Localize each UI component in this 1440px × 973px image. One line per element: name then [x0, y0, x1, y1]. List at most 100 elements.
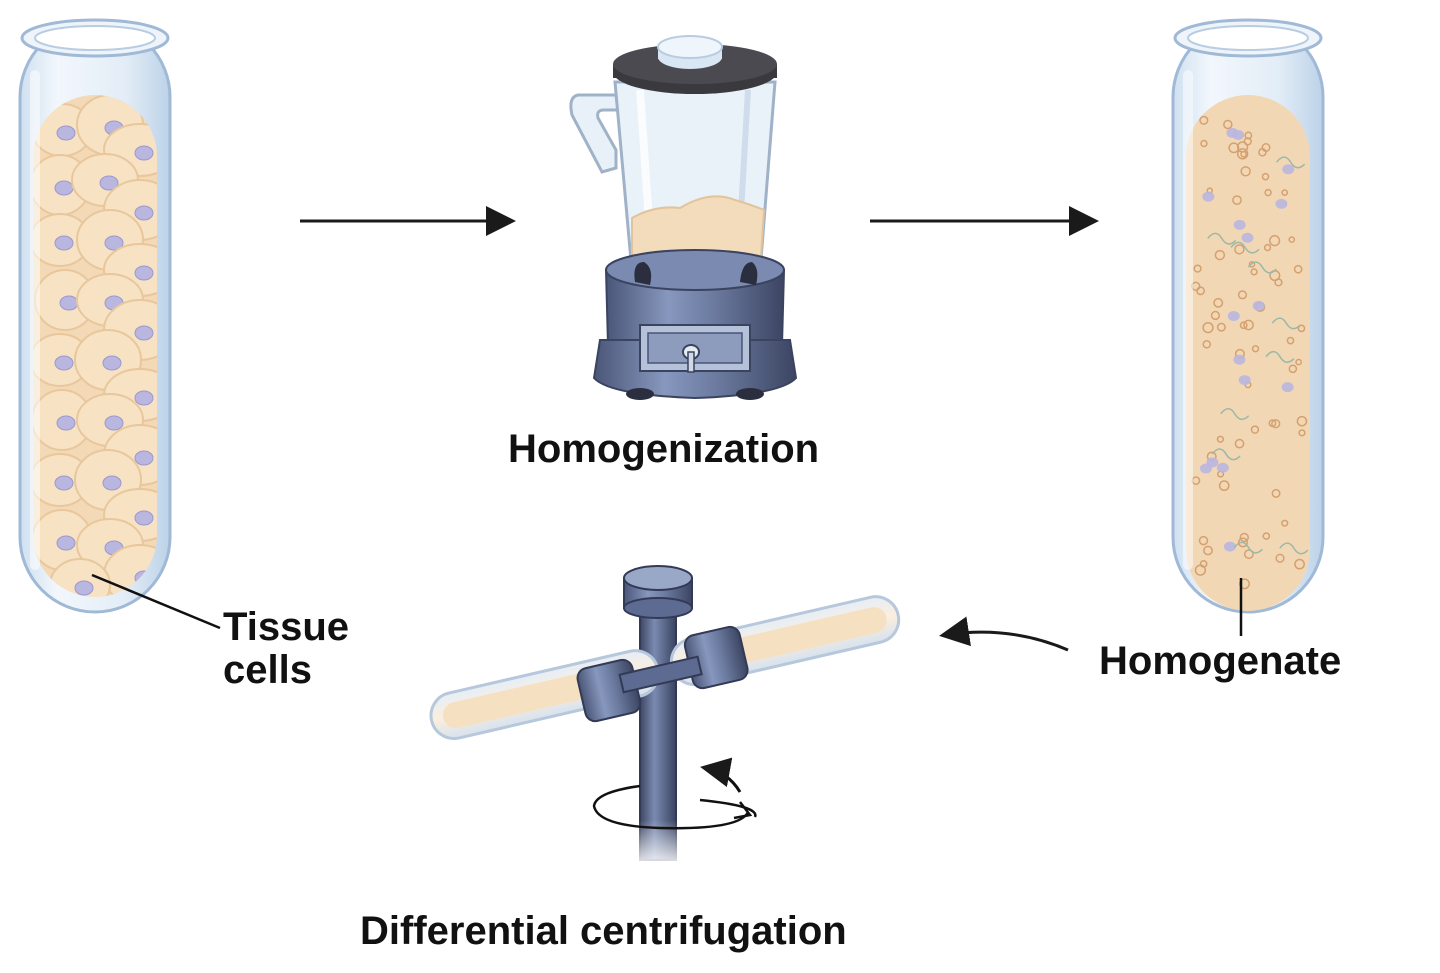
organelle-fragment: [1199, 560, 1208, 568]
tissue-cells-leader-line: [91, 573, 221, 630]
organelle-fragment: [1271, 488, 1281, 498]
nucleus-fragment: [1202, 191, 1215, 202]
organelle-fragment: [1202, 339, 1212, 349]
cell-nucleus: [134, 205, 154, 221]
organelle-fragment: [1296, 415, 1308, 427]
cell-nucleus: [74, 580, 94, 596]
organelle-fragment: [1286, 336, 1295, 345]
organelle-fragment: [1200, 139, 1208, 148]
organelle-fragment: [1239, 532, 1249, 543]
centrifuge-rotor: [429, 565, 901, 870]
tissue-cells-test-tube: [18, 18, 172, 614]
homogenate-test-tube: [1171, 18, 1325, 614]
membrane-fragment: [1211, 448, 1241, 461]
nucleus-fragment: [1233, 219, 1246, 230]
membrane-fragment: [1276, 156, 1306, 169]
cell-nucleus: [56, 535, 76, 551]
cell-nucleus: [54, 235, 74, 251]
rotation-arrow-upper: [700, 757, 742, 793]
membrane-fragment: [1207, 232, 1237, 245]
organelle-fragment: [1203, 545, 1213, 556]
cell-nucleus: [134, 325, 154, 341]
cell-nucleus: [54, 355, 74, 371]
nucleus-fragment: [1241, 232, 1254, 243]
organelle-fragment: [1223, 119, 1233, 130]
membrane-fragment: [1220, 408, 1250, 420]
organelle-fragment: [1237, 537, 1249, 548]
cell-nucleus: [56, 125, 76, 141]
organelle-fragment: [1264, 188, 1272, 197]
organelle-fragment: [1251, 345, 1260, 353]
nucleus-fragment: [1223, 541, 1236, 552]
organelle-fragment: [1263, 243, 1272, 252]
organelle-fragment: [1294, 558, 1305, 570]
organelle-fragment: [1295, 358, 1302, 366]
nucleus-fragment: [1275, 198, 1288, 209]
organelle-fragment: [1214, 249, 1226, 261]
cell-nucleus: [59, 295, 79, 311]
nucleus-fragment: [1252, 300, 1265, 311]
nucleus-fragment: [1233, 354, 1246, 365]
cell-nucleus: [54, 475, 74, 491]
organelle-fragment: [1281, 189, 1289, 196]
nucleus-fragment: [1281, 382, 1294, 393]
cell-nucleus: [99, 175, 119, 191]
nucleus-fragment: [1282, 164, 1295, 175]
organelle-fragment: [1288, 364, 1298, 374]
organelle-fragment: [1248, 260, 1256, 268]
organelle-fragment: [1216, 322, 1226, 332]
cell-nucleus: [134, 265, 154, 281]
organelle-fragment: [1199, 115, 1209, 125]
organelle-fragment: [1234, 244, 1245, 255]
cell-nucleus: [54, 180, 74, 196]
cell-nucleus: [134, 450, 154, 466]
organelle-fragment: [1262, 532, 1271, 540]
tissue-cells-label-line1: Tissue: [223, 605, 349, 649]
organelle-fragment: [1234, 438, 1245, 449]
nucleus-fragment: [1232, 130, 1245, 141]
organelle-fragment: [1258, 148, 1267, 157]
organelle-fragment: [1232, 195, 1242, 206]
homogenate-label: Homogenate: [1099, 639, 1342, 683]
organelle-fragment: [1218, 480, 1230, 492]
organelle-fragment: [1243, 549, 1254, 560]
organelle-fragment: [1237, 290, 1248, 300]
nucleus-fragment: [1227, 311, 1240, 322]
membrane-fragment: [1247, 261, 1277, 274]
organelle-fragment: [1271, 419, 1281, 429]
cell-nucleus: [104, 415, 124, 431]
cell-nucleus: [104, 235, 124, 251]
organelle-fragment: [1228, 142, 1240, 154]
organelle-fragment: [1193, 264, 1202, 273]
organelle-fragment: [1236, 148, 1249, 160]
organelle-fragment: [1213, 297, 1224, 308]
cell-nucleus: [134, 510, 154, 526]
membrane-fragment: [1271, 317, 1301, 330]
organelle-fragment: [1250, 268, 1258, 276]
organelle-fragment: [1240, 166, 1251, 177]
organelle-fragment: [1275, 553, 1285, 563]
membrane-fragment: [1233, 541, 1263, 554]
tissue-cells-label: Tissue cells: [223, 605, 349, 693]
organelle-fragment: [1268, 419, 1277, 428]
tissue-cell-layer: [33, 95, 157, 597]
blender: [569, 35, 798, 400]
organelle-fragment: [1297, 324, 1306, 333]
organelle-fragment: [1298, 429, 1306, 437]
organelle-fragment: [1243, 319, 1254, 331]
organelle-fragment: [1202, 322, 1214, 334]
nucleus-fragment: [1238, 375, 1251, 386]
organelle-fragment: [1216, 435, 1225, 443]
tissue-cells-label-line2: cells: [223, 648, 312, 693]
homogenization-label: Homogenization: [508, 427, 820, 471]
organelle-fragment: [1210, 310, 1221, 321]
organelle-fragment: [1196, 286, 1206, 296]
cell-nucleus: [56, 415, 76, 431]
organelle-fragment: [1261, 172, 1270, 181]
organelle-fragment: [1288, 236, 1296, 243]
organelle-fragment: [1293, 264, 1303, 274]
nucleus-fragment: [1206, 457, 1219, 468]
membrane-fragment: [1230, 241, 1260, 254]
nucleus-fragment: [1216, 462, 1229, 473]
